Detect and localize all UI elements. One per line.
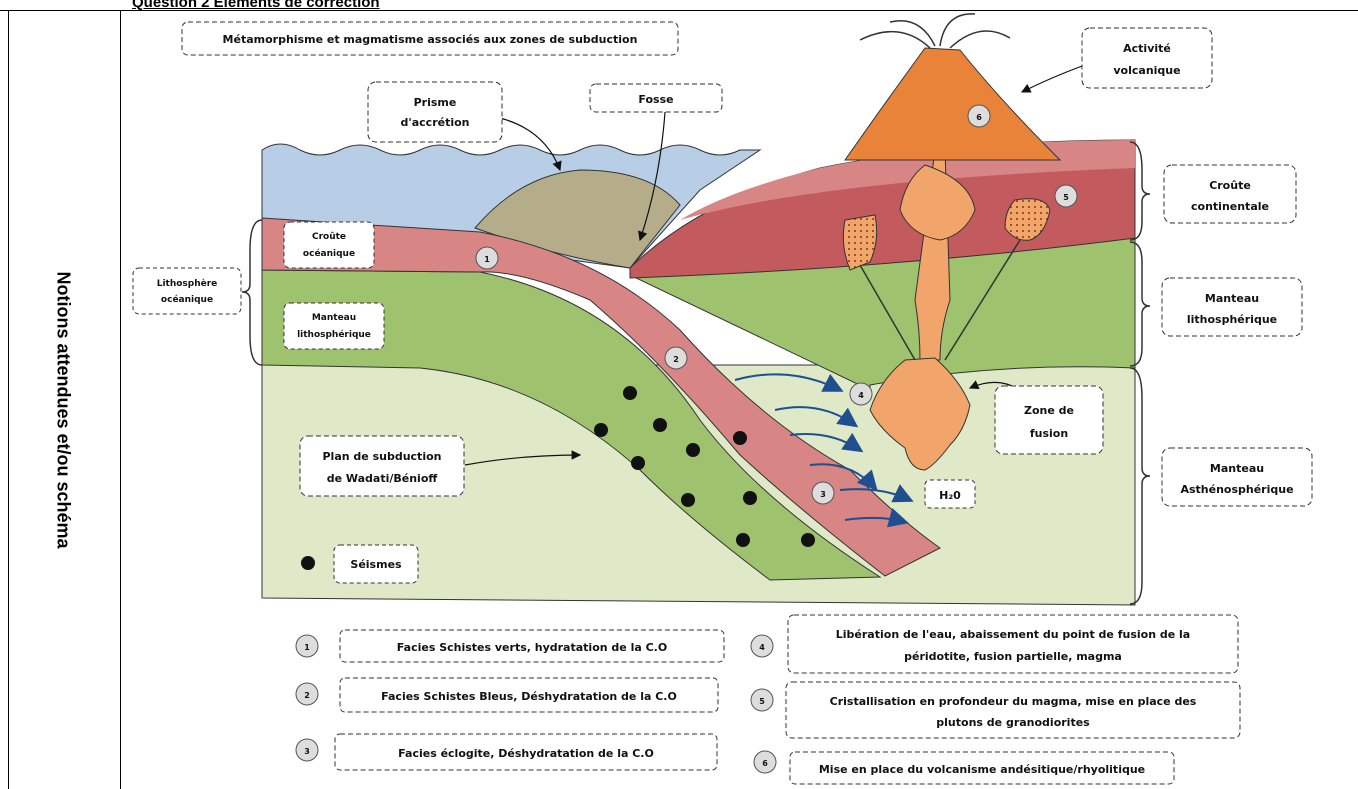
- croute-continentale-line-2: continentale: [1191, 200, 1269, 213]
- legend-item-3: 3 Facies éclogite, Déshydratation de la …: [296, 734, 717, 770]
- legend-text-5b: plutons de granodiorites: [936, 716, 1090, 729]
- leader-volcan: [1022, 66, 1082, 92]
- svg-text:2: 2: [304, 691, 310, 700]
- seismes-label: Séismes: [350, 558, 402, 571]
- svg-text:4: 4: [858, 391, 864, 400]
- activite-line-2: volcanique: [1113, 64, 1180, 77]
- prisme-box: Prisme d'accrétion: [368, 82, 502, 142]
- svg-text:5: 5: [1063, 193, 1069, 202]
- croute-oceanique-line-2: océanique: [303, 248, 355, 259]
- seismes-box: Séismes: [334, 545, 418, 583]
- h2o-box: H₂0: [925, 480, 975, 508]
- plan-subduction-line-1: Plan de subduction: [323, 450, 442, 463]
- fosse-box: Fosse: [590, 84, 722, 112]
- lithosphere-line-2: océanique: [161, 294, 213, 305]
- legend-text-3: Facies éclogite, Déshydratation de la C.…: [398, 747, 654, 760]
- activite-line-1: Activité: [1123, 42, 1171, 55]
- marker-5: 5: [1055, 185, 1077, 207]
- legend-item-6: 6 Mise en place du volcanisme andésitiqu…: [754, 751, 1174, 784]
- plan-subduction-line-2: de Wadati/Bénioff: [327, 472, 438, 485]
- svg-text:6: 6: [976, 113, 982, 122]
- legend-text-1: Facies Schistes verts, hydratation de la…: [397, 641, 667, 654]
- legend-text-2: Facies Schistes Bleus, Déshydratation de…: [381, 690, 677, 703]
- prisme-line-2: d'accrétion: [400, 116, 469, 129]
- svg-text:5: 5: [759, 697, 765, 706]
- svg-text:3: 3: [820, 490, 826, 499]
- manteau-litho-left-line-2: lithosphérique: [297, 329, 371, 340]
- svg-text:4: 4: [759, 643, 765, 652]
- zone-fusion-box: Zone de fusion: [995, 386, 1103, 454]
- svg-text:1: 1: [304, 643, 310, 652]
- legend-item-4: 4 Libération de l'eau, abaissement du po…: [751, 615, 1238, 673]
- croute-oceanique-line-1: Croûte: [312, 232, 346, 242]
- croute-continentale-box: Croûte continentale: [1164, 165, 1296, 223]
- lithosphere-line-1: Lithosphère: [157, 278, 218, 289]
- manteau-astheno-line-1: Manteau: [1210, 462, 1264, 475]
- diagram-title: Métamorphisme et magmatisme associés aux…: [223, 33, 638, 46]
- marker-4: 4: [850, 383, 872, 405]
- activite-box: Activité volcanique: [1082, 28, 1212, 88]
- legend-text-6: Mise en place du volcanisme andésitique/…: [819, 763, 1145, 776]
- manteau-litho-right-line-1: Manteau: [1205, 292, 1259, 305]
- manteau-astheno-box: Manteau Asthénosphérique: [1162, 448, 1312, 506]
- legend-item-5: 5 Cristallisation en profondeur du magma…: [751, 682, 1240, 738]
- croute-continentale-line-1: Croûte: [1209, 179, 1251, 192]
- legend-text-5a: Cristallisation en profondeur du magma, …: [830, 695, 1197, 708]
- marker-2: 2: [665, 347, 687, 369]
- bracket-lithosphere: [242, 220, 262, 365]
- lithosphere-oceanique-box: Lithosphère océanique: [133, 268, 241, 314]
- legend-item-1: 1 Facies Schistes verts, hydratation de …: [296, 630, 724, 662]
- title-box: Métamorphisme et magmatisme associés aux…: [182, 22, 678, 55]
- volcano-cone: [845, 48, 1060, 160]
- svg-text:3: 3: [304, 747, 310, 756]
- svg-text:2: 2: [673, 355, 679, 364]
- marker-3: 3: [812, 482, 834, 504]
- manteau-litho-right-box: Manteau lithosphérique: [1162, 278, 1302, 336]
- manteau-litho-left-line-1: Manteau: [312, 313, 356, 323]
- volcano-ash-plume: [860, 14, 1010, 48]
- legend-item-2: 2 Facies Schistes Bleus, Déshydratation …: [296, 678, 718, 712]
- zone-fusion-line-1: Zone de: [1024, 404, 1074, 417]
- prisme-line-1: Prisme: [414, 96, 457, 109]
- manteau-astheno-line-2: Asthénosphérique: [1180, 483, 1293, 496]
- svg-text:1: 1: [484, 255, 490, 264]
- legend-text-4a: Libération de l'eau, abaissement du poin…: [836, 628, 1190, 641]
- manteau-litho-right-line-2: lithosphérique: [1187, 313, 1277, 326]
- marker-6: 6: [968, 105, 990, 127]
- croute-oceanique-box: Croûte océanique: [284, 222, 374, 268]
- marker-1: 1: [476, 247, 498, 269]
- fosse-label: Fosse: [638, 93, 673, 106]
- plan-subduction-box: Plan de subduction de Wadati/Bénioff: [300, 436, 464, 496]
- manteau-litho-left-box: Manteau lithosphérique: [284, 303, 384, 349]
- svg-text:6: 6: [762, 759, 768, 768]
- legend-text-4b: péridotite, fusion partielle, magma: [904, 650, 1122, 663]
- zone-fusion-line-2: fusion: [1030, 427, 1068, 440]
- h2o-label: H₂0: [939, 489, 961, 502]
